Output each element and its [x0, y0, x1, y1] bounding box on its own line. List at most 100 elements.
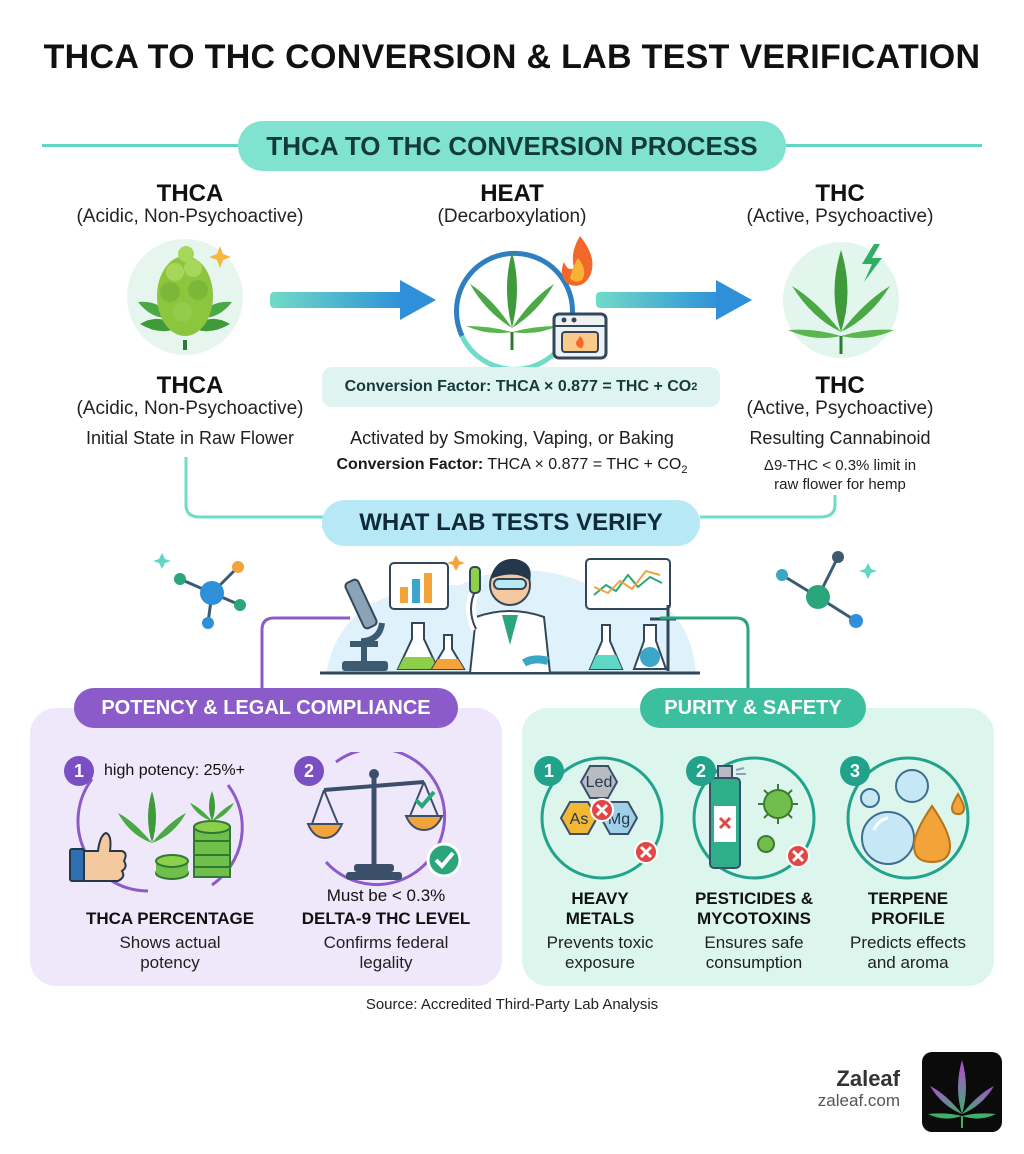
- flask-icon: [588, 624, 624, 670]
- purity-card-3-desc-2: and aroma: [867, 953, 949, 972]
- cannabis-leaf-icon: [928, 1060, 996, 1128]
- cannabis-leaf-icon: [783, 242, 899, 358]
- brand-name: Zaleaf: [836, 1066, 900, 1091]
- potency-card-1-illustration: [69, 778, 244, 893]
- potency-card-2-illustration: [306, 752, 462, 887]
- thca-subheading: (Acidic, Non-Psychoactive): [76, 206, 304, 227]
- lab-scene-illustration: [320, 555, 700, 675]
- x-icon: [590, 798, 614, 822]
- bar-chart-board: [389, 562, 449, 610]
- bubble-icon: [860, 769, 929, 865]
- oven-icon: [552, 312, 608, 360]
- purity-card-2-number: 2: [686, 756, 716, 786]
- heat-subheading: (Decarboxylation): [437, 206, 587, 227]
- heat-heading: HEAT: [480, 180, 544, 207]
- check-icon: [426, 842, 462, 878]
- potency-card-2-number: 2: [294, 756, 324, 786]
- conversion-factor-box: Conversion Factor: THCA × 0.877 = THC + …: [322, 367, 720, 407]
- purity-card-1-number: 1: [534, 756, 564, 786]
- main-title: THCA TO THC CONVERSION & LAB TEST VERIFI…: [43, 38, 981, 76]
- potency-card-1-desc-2: potency: [140, 953, 200, 972]
- heat-activated-text: Activated by Smoking, Vaping, or Baking: [350, 428, 674, 448]
- potency-card-2-desc-2: legality: [359, 953, 413, 972]
- arrow-right-icon: [596, 280, 752, 320]
- purity-card-2-illustration: [692, 756, 816, 880]
- purity-card-3-title-1: TERPENE: [867, 889, 949, 908]
- hex-label-mg: Mg: [608, 811, 630, 828]
- potency-card-2-desc-1: Confirms federal: [323, 933, 449, 952]
- molecule-icon: [776, 551, 877, 628]
- purity-card-1-title-2: METALS: [565, 909, 635, 928]
- lightning-icon: [862, 244, 882, 282]
- scientist-icon: [466, 558, 552, 674]
- flask-icon: [430, 634, 466, 670]
- purity-card-1-title-1: HEAVY: [571, 889, 629, 908]
- panel-connectors: [260, 616, 750, 696]
- purity-card-2-title-1: PESTICIDES &: [694, 889, 814, 908]
- thc-subheading: (Active, Psychoactive): [746, 206, 934, 227]
- x-icon: [786, 844, 810, 868]
- thca-subheading-lower: (Acidic, Non-Psychoactive): [76, 398, 304, 419]
- spray-can-icon: [709, 765, 746, 869]
- purity-card-3-desc-1: Predicts effects: [850, 933, 966, 952]
- flask-icon: [396, 622, 440, 670]
- potency-card-2-note: Must be < 0.3%: [326, 886, 446, 905]
- potency-card-1-badge: high potency: 25%+: [104, 762, 245, 779]
- cannabis-leaf-icon: [118, 791, 186, 843]
- hex-label-led: Led: [586, 774, 613, 791]
- thc-heading: THC: [815, 180, 865, 207]
- purity-card-1-desc-2: exposure: [565, 953, 635, 972]
- potency-card-1-number: 1: [64, 756, 94, 786]
- conversion-box-subscript: 2: [691, 381, 698, 393]
- potency-banner: POTENCY & LEGAL COMPLIANCE: [74, 688, 458, 728]
- purity-card-3-number: 3: [840, 756, 870, 786]
- microscope-icon: [342, 578, 388, 671]
- arrow-right-icon: [270, 280, 436, 320]
- purity-banner: PURITY & SAFETY: [640, 688, 866, 728]
- banner-rule-right: [780, 144, 982, 147]
- thca-heading: THCA: [156, 180, 224, 207]
- conversion-subscript: 2: [681, 464, 688, 477]
- droplet-icon: [912, 792, 966, 864]
- potency-card-2-title: DELTA-9 THC LEVEL: [301, 909, 471, 928]
- cannabis-leaf-icon: [466, 252, 558, 350]
- thc-subheading-lower: (Active, Psychoactive): [746, 398, 934, 419]
- thc-limit-line-1: Δ9-THC < 0.3% limit in: [763, 457, 917, 474]
- scale-icon: [306, 769, 444, 880]
- potency-card-1-desc-1: Shows actual: [119, 933, 221, 952]
- purity-card-3-illustration: [846, 756, 970, 880]
- thca-description: Initial State in Raw Flower: [85, 428, 295, 448]
- molecule-icon: [153, 553, 246, 629]
- thc-limit-line-2: raw flower for hemp: [774, 476, 906, 493]
- hex-label-as: As: [570, 811, 589, 828]
- process-banner: THCA TO THC CONVERSION PROCESS: [238, 121, 786, 171]
- heat-illustration: [453, 236, 608, 368]
- potency-card-1-title: THCA PERCENTAGE: [85, 909, 255, 928]
- purity-card-3-title-2: PROFILE: [871, 909, 945, 928]
- x-icon: [634, 840, 658, 864]
- virus-icon: [757, 784, 798, 853]
- brand-logo: [922, 1052, 1002, 1132]
- purity-card-2-desc-2: consumption: [705, 953, 803, 972]
- thca-heading-lower: THCA: [156, 372, 224, 399]
- purity-card-1-illustration: Led As Mg: [540, 756, 664, 880]
- lab-tests-banner: WHAT LAB TESTS VERIFY: [322, 500, 700, 546]
- heat-conversion-line: Conversion Factor: THCA × 0.877 = THC + …: [312, 456, 712, 476]
- purity-card-2-title-2: MYCOTOXINS: [697, 909, 811, 928]
- cannabis-bud-icon: [127, 239, 243, 355]
- banner-rule-left: [42, 144, 242, 147]
- purity-card-2-desc-1: Ensures safe: [704, 933, 804, 952]
- connector-lines: [184, 457, 837, 519]
- conversion-label: Conversion Factor:: [336, 456, 484, 473]
- conversion-box-text: Conversion Factor: THCA × 0.877 = THC + …: [344, 378, 692, 395]
- thumbs-up-icon: [69, 831, 127, 882]
- line-chart-screen: [585, 558, 671, 610]
- source-note: Source: Accredited Third-Party Lab Analy…: [365, 996, 659, 1013]
- coin-stack-icon: [155, 791, 234, 880]
- thc-heading-lower: THC: [815, 372, 865, 399]
- brand-url[interactable]: zaleaf.com: [817, 1091, 900, 1110]
- thc-description: Resulting Cannabinoid: [749, 428, 931, 448]
- conversion-formula: THCA × 0.877 = THC + CO: [487, 456, 682, 473]
- fire-icon: [561, 236, 593, 286]
- purity-card-1-desc-1: Prevents toxic: [546, 933, 654, 952]
